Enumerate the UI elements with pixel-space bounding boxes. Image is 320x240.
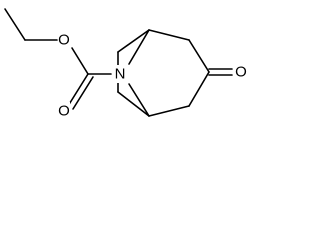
bond-bridgehead-top-ch2-top [148,29,190,41]
bond-carbonyl-double-1 [67,73,89,107]
bond-ch2-bottom-bridgehead-bottom [148,105,190,117]
bond-ester-oxygen-carbonyl-carbon [71,47,89,75]
bond-methyl-methylene [4,8,26,41]
bond-carbonyl-double-2 [72,76,94,110]
carbonyl-oxygen-label: O [58,103,70,120]
ester-oxygen-label: O [58,32,70,49]
bond-ethano-bridge-1 [117,29,150,53]
bond-nitrogen-bridgehead-top [128,29,150,65]
bond-ketone-carbon-ch2-bottom [188,71,210,107]
ketone-oxygen-label: O [235,64,247,81]
nitrogen-label: N [115,66,126,83]
bond-ethano-bridge-3 [117,91,150,117]
bond-ch2-top-ketone-carbon [188,39,210,73]
structural-formula: O O N O [4,8,247,120]
bond-nitrogen-bridgehead-bottom [128,83,150,117]
